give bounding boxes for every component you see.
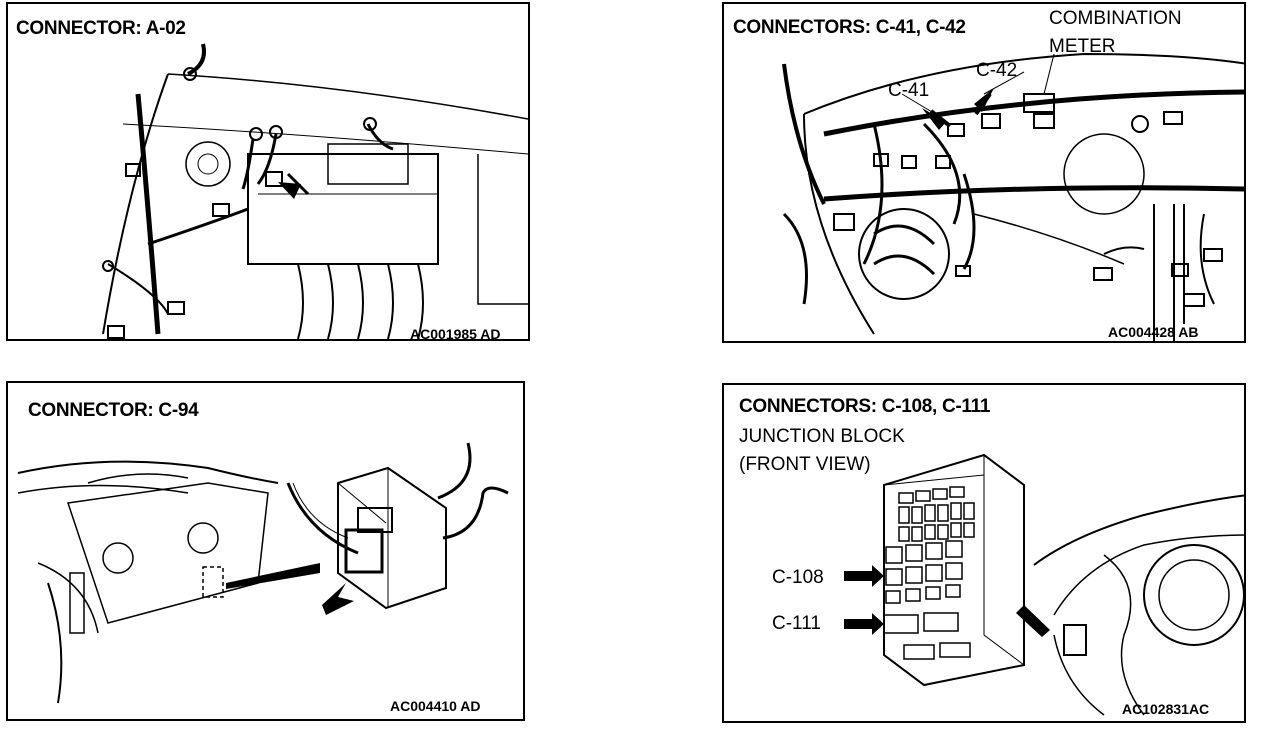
location-arrow xyxy=(1016,605,1050,637)
diagram-panel-c41-c42: CONNECTORS: C-41, C-42 COMBINATION METER… xyxy=(722,2,1246,343)
pointer-arrow xyxy=(322,583,354,615)
callout-combination: COMBINATION xyxy=(1049,8,1182,29)
junction-block-illustration xyxy=(844,453,1244,716)
engine-bay-illustration xyxy=(102,43,528,339)
callout-c111: C-111 xyxy=(772,613,821,634)
panel-title: CONNECTOR: A-02 xyxy=(16,18,186,39)
callout-junction-block: JUNCTION BLOCK xyxy=(739,426,905,447)
diagram-panel-c94: CONNECTOR: C-94 AC004410 AD xyxy=(6,381,525,721)
callout-c108: C-108 xyxy=(772,567,824,588)
callout-meter: METER xyxy=(1049,36,1116,57)
callout-front-view: (FRONT VIEW) xyxy=(739,454,871,475)
figure-code: AC004428 AB xyxy=(1108,324,1199,340)
instrument-panel-illustration xyxy=(17,442,509,704)
figure-code: AC001985 AD xyxy=(410,326,501,341)
figure-code: AC102831AC xyxy=(1122,701,1210,717)
panel-title: CONNECTORS: C-41, C-42 xyxy=(733,17,966,38)
panel-title: CONNECTOR: C-94 xyxy=(28,400,199,421)
diagram-panel-a02: CONNECTOR: A-02 AC001985 AD xyxy=(6,2,530,341)
dashboard-illustration xyxy=(782,52,1244,341)
diagram-panel-c108-c111: CONNECTORS: C-108, C-111 JUNCTION BLOCK … xyxy=(722,383,1246,723)
pointer-arrow xyxy=(278,182,301,199)
callout-c42: C-42 xyxy=(976,60,1018,81)
panel-title: CONNECTORS: C-108, C-111 xyxy=(739,396,991,417)
figure-code: AC004410 AD xyxy=(390,698,481,714)
pointer-arrow-c41 xyxy=(922,108,946,130)
arrow-c111 xyxy=(844,613,884,635)
arrow-c108 xyxy=(844,565,884,587)
zoom-indicator xyxy=(226,563,320,589)
callout-c41: C-41 xyxy=(888,80,930,101)
